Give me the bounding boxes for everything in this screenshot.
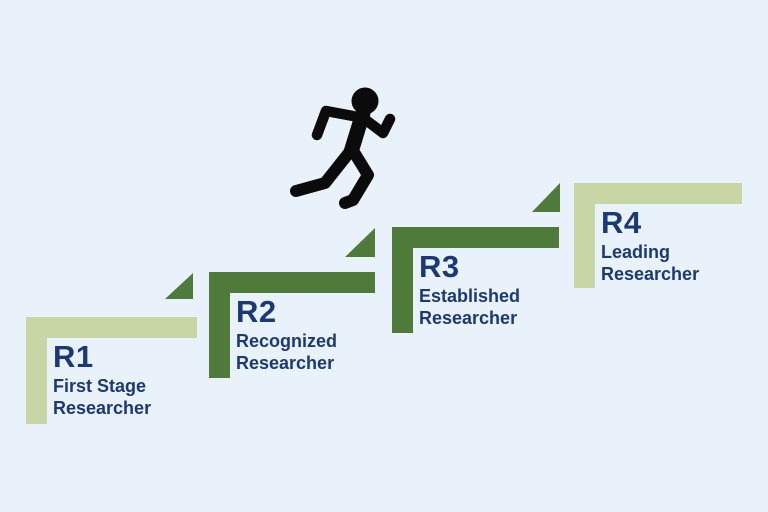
step-r2-shape — [209, 272, 375, 378]
step-title-line: Researcher — [236, 353, 335, 373]
step-code: R4 — [601, 205, 642, 240]
ascent-triangle-icon — [532, 183, 560, 212]
step-r4-shape — [574, 183, 742, 288]
step-r1: R1 First Stage Researcher — [26, 317, 197, 424]
step-r1-label: R1 First Stage Researcher — [53, 339, 151, 419]
step-r3-shape — [392, 227, 559, 333]
step-r3: R3 Established Researcher — [392, 227, 559, 333]
step-title-line: Researcher — [53, 398, 152, 418]
step-code: R3 — [419, 249, 460, 284]
step-r2: R2 Recognized Researcher — [209, 272, 375, 378]
step-title-line: Researcher — [601, 264, 700, 284]
step-r2-label: R2 Recognized Researcher — [236, 294, 337, 374]
step-code: R1 — [53, 339, 94, 374]
runner-back-leg — [290, 143, 358, 197]
runner-front-leg — [339, 143, 374, 209]
step-code: R2 — [236, 294, 277, 329]
step-title-line: Researcher — [419, 308, 518, 328]
step-title-line: Established — [419, 286, 521, 306]
running-person-icon — [290, 87, 396, 209]
step-r3-label: R3 Established Researcher — [419, 249, 520, 329]
step-r1-shape — [26, 317, 197, 424]
step-title-line: Recognized — [236, 331, 338, 351]
step-title-line: Leading — [601, 242, 671, 262]
step-title-line: First Stage — [53, 376, 147, 396]
ascent-triangle-icon — [345, 228, 375, 257]
runner-front-arm — [356, 111, 396, 139]
ascent-triangle-icon — [165, 273, 193, 299]
step-r4: R4 Leading Researcher — [574, 183, 742, 288]
runner-back-arm — [311, 105, 359, 141]
step-r4-label: R4 Leading Researcher — [601, 205, 699, 285]
